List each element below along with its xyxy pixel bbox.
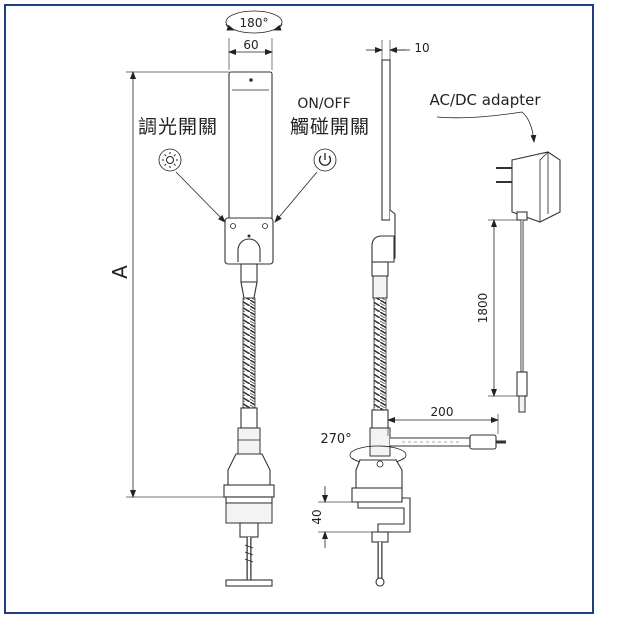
gooseneck-side: [373, 297, 387, 411]
adapter-label: AC/DC adapter: [429, 91, 541, 109]
lamp-head-side: [381, 59, 391, 221]
height-a-label: A: [108, 265, 132, 279]
adapter: AC/DC adapter 1800: [429, 91, 561, 413]
power-arrow: [274, 171, 318, 223]
rotation-180-label: 180°: [240, 16, 269, 30]
touch-switch-label: 觸碰開關: [290, 116, 370, 138]
clamp-side: [357, 497, 411, 533]
diagram-frame: [4, 4, 594, 614]
front-view: 180° 60: [108, 10, 370, 587]
side-view: 10 270° 40: [310, 40, 506, 587]
power-icon: [313, 148, 337, 172]
cable-connector: [469, 434, 497, 450]
cable-200-label: 200: [431, 405, 454, 419]
cable-1800-label: 1800: [476, 293, 490, 324]
gooseneck-front: [242, 297, 256, 409]
dimmer-arrow: [175, 171, 226, 223]
dimmer-switch-label: 調光開關: [138, 116, 218, 138]
base-side: [355, 459, 403, 489]
width-10-label: 10: [414, 41, 429, 55]
clamp-depth-label: 40: [310, 509, 324, 524]
rotation-indicator-top: [225, 10, 283, 34]
dimmer-icon: [158, 148, 182, 172]
rotation-270-label: 270°: [320, 432, 351, 447]
on-off-label: ON/OFF: [297, 96, 350, 112]
base-front: [227, 453, 271, 486]
lamp-head-front: [228, 71, 273, 221]
width-60-label: 60: [243, 38, 258, 52]
adapter-arrow: [436, 111, 537, 143]
